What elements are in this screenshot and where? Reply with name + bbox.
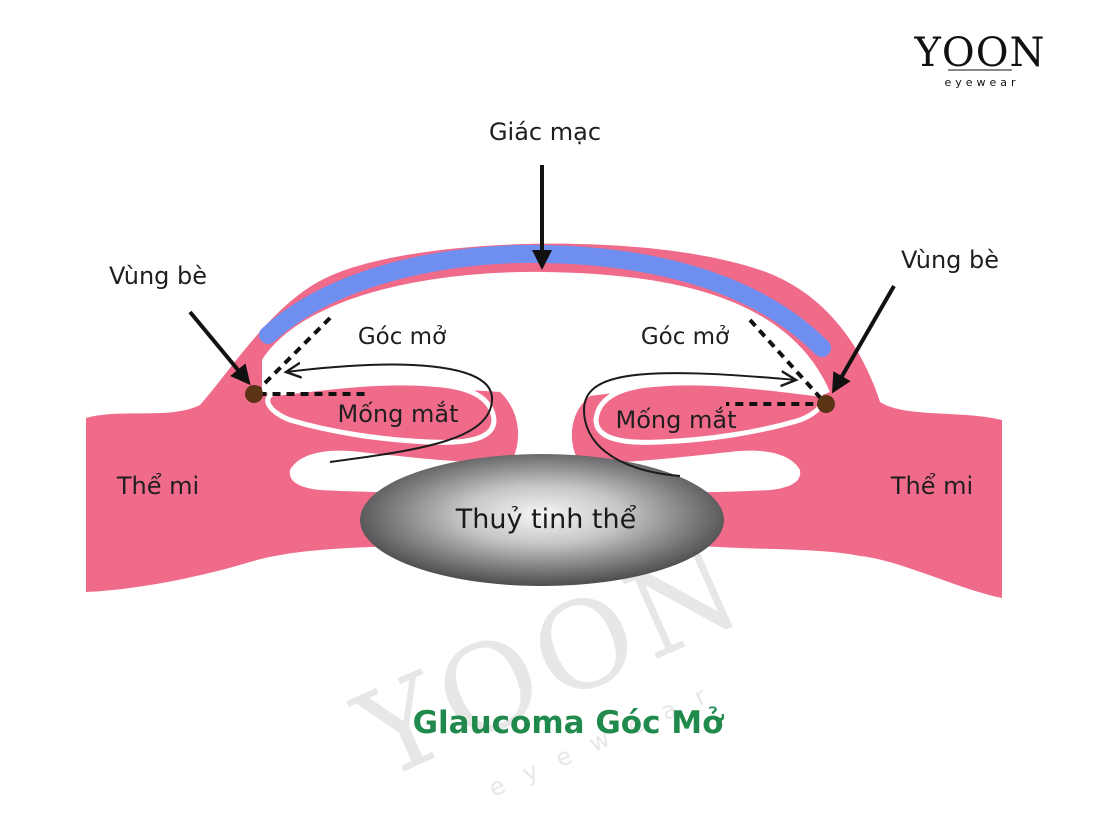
lens-body bbox=[360, 454, 724, 586]
diagram-title: Glaucoma Góc Mở bbox=[413, 705, 725, 741]
logo-tagline: eyewear bbox=[944, 76, 1019, 89]
trabecular-pointer-left bbox=[188, 310, 251, 386]
lens bbox=[349, 454, 733, 586]
logo-brand: YOON bbox=[914, 30, 1046, 76]
flow-arrow-left bbox=[286, 365, 494, 463]
trabecular-pointer-right bbox=[832, 285, 896, 394]
trabecular-label-left: Vùng bè bbox=[109, 262, 207, 290]
cornea-label: Giác mạc bbox=[489, 118, 601, 146]
ciliary-label-right: Thể mi bbox=[890, 472, 973, 500]
trabecular-mesh-right bbox=[817, 395, 835, 413]
trabecular-label-right: Vùng bè bbox=[901, 246, 999, 274]
ciliary-label-left: Thể mi bbox=[116, 472, 199, 500]
flow-arrow-right bbox=[582, 373, 796, 477]
lens-label: Thuỷ tinh thể bbox=[455, 504, 637, 535]
iris-label-right: Mống mắt bbox=[616, 405, 737, 434]
trabecular-mesh-left bbox=[245, 385, 263, 403]
yoon-logo: YOON eyewear bbox=[914, 30, 1046, 89]
anterior-chamber bbox=[262, 271, 830, 480]
angle-line-left bbox=[249, 316, 370, 396]
open-angle-label-left: Góc mở bbox=[358, 324, 446, 350]
open-angle-label-right: Góc mở bbox=[641, 324, 729, 350]
iris-right bbox=[593, 380, 825, 445]
iris-label-left: Mống mắt bbox=[338, 399, 459, 428]
iris-left bbox=[265, 380, 497, 445]
